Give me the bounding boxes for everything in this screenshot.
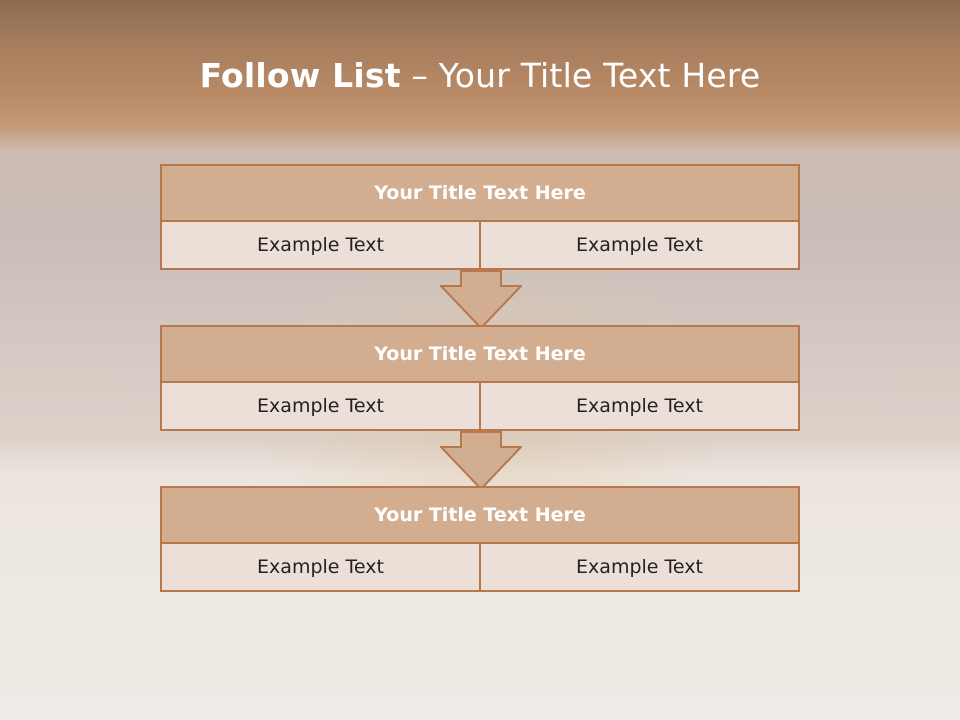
step-cell-right: Example Text [576, 395, 703, 417]
step-box-2: Your Title Text Here Example Text Exampl… [160, 325, 800, 431]
step-row: Example Text Example Text [162, 544, 798, 590]
slide-title-separator: – [411, 56, 429, 95]
step-title: Your Title Text Here [162, 488, 798, 544]
step-box-3: Your Title Text Here Example Text Exampl… [160, 486, 800, 592]
step-cell-left: Example Text [162, 222, 481, 268]
step-row: Example Text Example Text [162, 383, 798, 429]
step-cell-right: Example Text [576, 556, 703, 578]
slide-title-rest: Your Title Text Here [438, 56, 761, 95]
arrow-down-icon [440, 431, 522, 491]
step-cell-left: Example Text [162, 544, 481, 590]
slide-title-bold: Follow List [199, 56, 401, 95]
step-title: Your Title Text Here [162, 327, 798, 383]
slide-title: Follow List – Your Title Text Here [0, 56, 960, 95]
step-cell-right: Example Text [576, 234, 703, 256]
step-title: Your Title Text Here [162, 166, 798, 222]
step-box-1: Your Title Text Here Example Text Exampl… [160, 164, 800, 270]
step-row: Example Text Example Text [162, 222, 798, 268]
step-cell-left: Example Text [162, 383, 481, 429]
arrow-down-icon [440, 270, 522, 330]
